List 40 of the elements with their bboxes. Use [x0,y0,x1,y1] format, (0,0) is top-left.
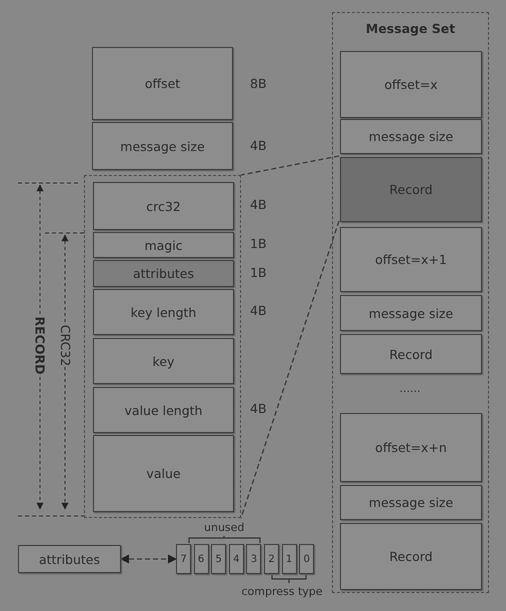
field-box: message size [340,295,482,331]
field-box: message size [340,119,482,154]
field-box: magic [93,232,234,258]
field-box: attributes [93,260,234,287]
bit-box: 2 [264,544,279,574]
field-box: value [93,435,234,512]
field-box: offset=x [340,51,482,118]
field-box: offset=x+1 [340,227,482,292]
bit-box: 0 [299,544,314,574]
size-label: 4B [250,303,267,318]
arrow [120,554,177,564]
zoom-line [240,220,340,518]
size-label: 4B [250,401,267,416]
bit-box: 5 [211,544,226,574]
field-box: offset=x+n [340,413,482,482]
field-box: message size [340,485,482,520]
size-label: 4B [250,197,267,212]
bit-box: 4 [228,544,244,574]
group-title: Message Set [364,21,456,36]
field-box: key length [93,289,234,335]
field-box: key [93,338,234,384]
dashed-group [84,175,241,518]
field-box: attributes [18,545,121,573]
field-box: value length [93,387,234,433]
zoom-line [240,155,340,176]
size-label: 1B [250,264,267,280]
field-box: crc32 [93,182,234,230]
bit-box: 6 [194,544,209,574]
field-box: Record [340,523,482,590]
dashed-container [332,12,489,593]
size-label: 1B [250,236,267,251]
size-label: 4B [250,138,267,153]
bit-box: 3 [246,544,262,574]
size-label: 8B [250,76,267,90]
field-box: message size [92,122,233,170]
bit-box: 1 [282,544,297,574]
field-box: Record [340,334,482,374]
bit-box: 7 [176,544,191,574]
record-box: Record [340,157,482,222]
field-box: offset [92,47,233,120]
